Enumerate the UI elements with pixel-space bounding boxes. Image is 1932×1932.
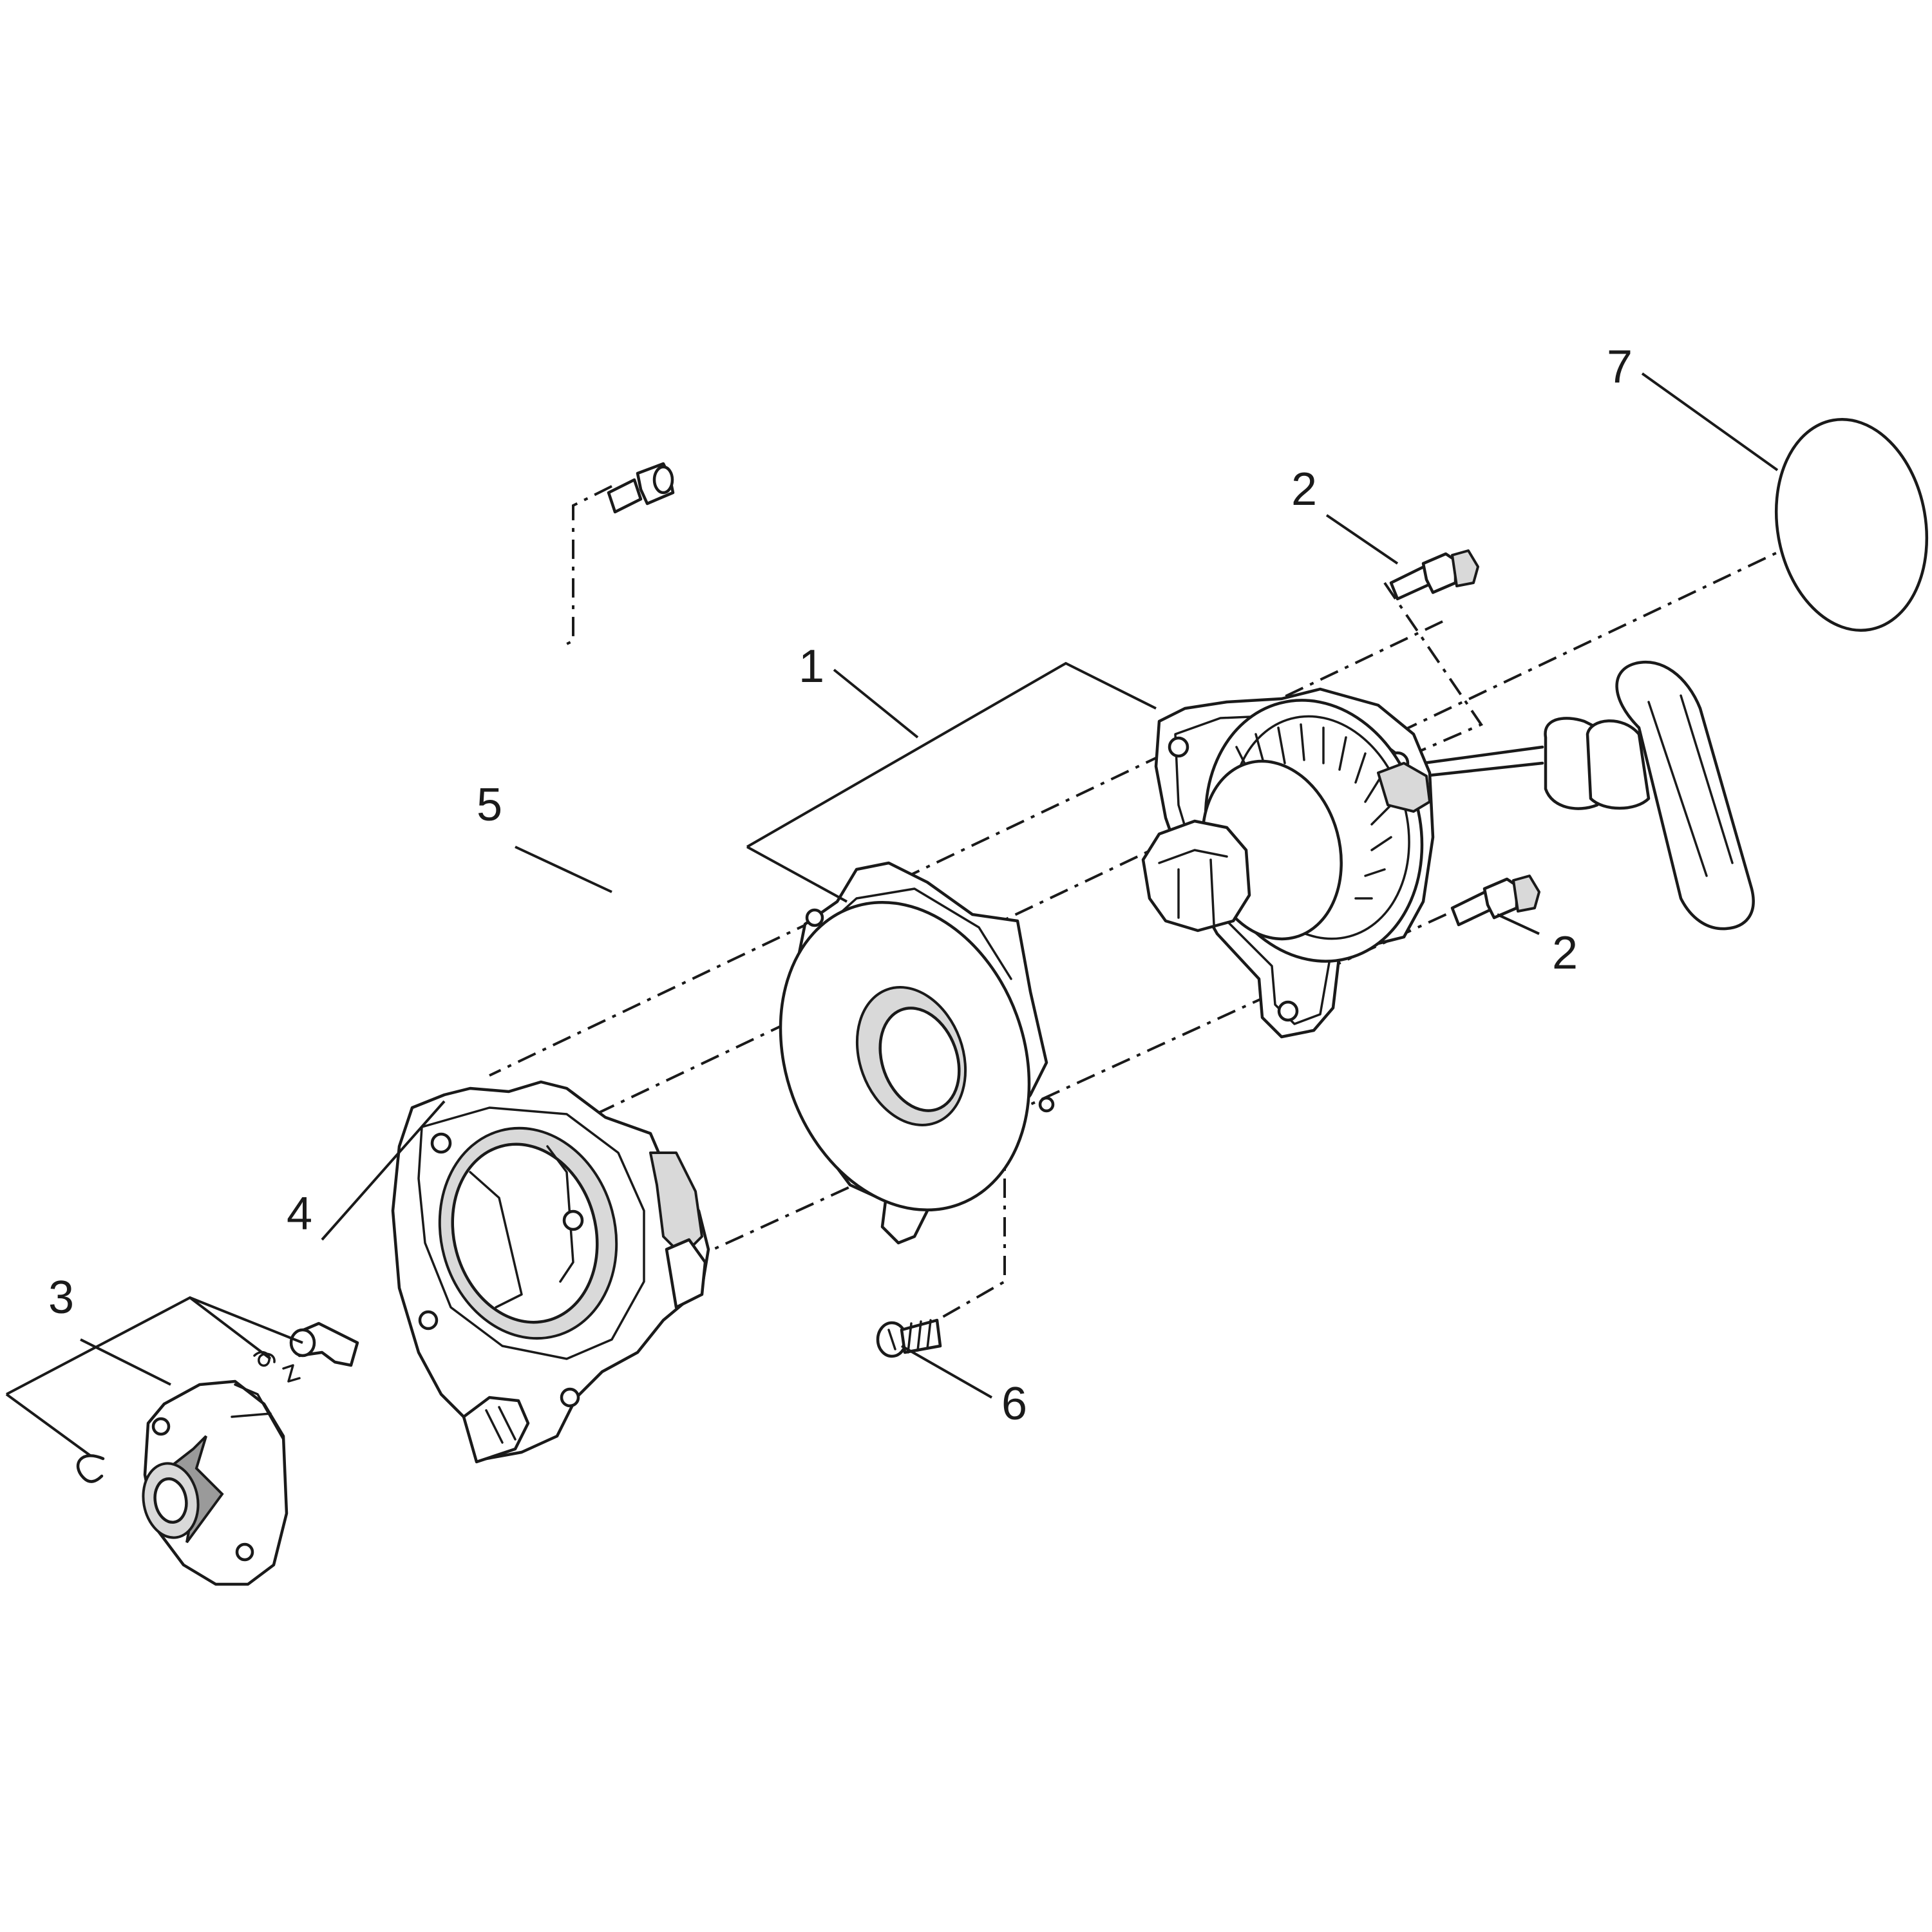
leader-3-bracket-c [189, 1296, 272, 1360]
callout-3: 3 [48, 1272, 74, 1323]
callout-2-upper: 2 [1291, 464, 1317, 515]
leader-2a [1325, 514, 1399, 565]
leader-4 [321, 1100, 446, 1241]
part-4-fan-housing [391, 1080, 710, 1464]
leader-7 [1641, 372, 1779, 471]
pulley-vanes [1235, 723, 1392, 900]
callouts: 1 2 2 3 4 5 6 7 [48, 341, 1633, 1430]
retaining-clip [76, 1454, 105, 1483]
bolt-5 [607, 462, 675, 514]
leader-5 [515, 846, 612, 893]
bolt-2-upper [1389, 549, 1479, 601]
callout-6: 6 [1001, 1378, 1027, 1430]
leader-1-bracket-b [746, 846, 848, 903]
callout-5: 5 [477, 779, 502, 831]
upper-axis [489, 620, 1443, 1077]
callout-4: 4 [287, 1188, 312, 1240]
bolt-2-lower [1450, 875, 1540, 927]
leader-6 [901, 1345, 992, 1399]
part-3-cover-plate [142, 1379, 289, 1586]
pulley-cover [779, 861, 1055, 1245]
bolt5-axis [560, 485, 612, 649]
leader-2b [1497, 913, 1540, 935]
screw-6 [876, 1318, 942, 1358]
starter-housing [1141, 687, 1435, 1039]
leader-1 [833, 668, 919, 739]
leader-3 [80, 1338, 171, 1386]
spring [253, 1350, 301, 1383]
lower-axis [656, 897, 1482, 1276]
part-7-cap [1774, 418, 1929, 632]
leader-lines [5, 372, 1779, 1457]
leader-1-bracket [746, 661, 1157, 848]
starter-handle [1421, 660, 1755, 931]
callout-1: 1 [799, 641, 824, 692]
callout-7: 7 [1607, 341, 1633, 393]
callout-2-lower: 2 [1552, 927, 1578, 979]
leader-3-bracket-b [5, 1393, 91, 1457]
ratchet-pawl [289, 1321, 359, 1367]
